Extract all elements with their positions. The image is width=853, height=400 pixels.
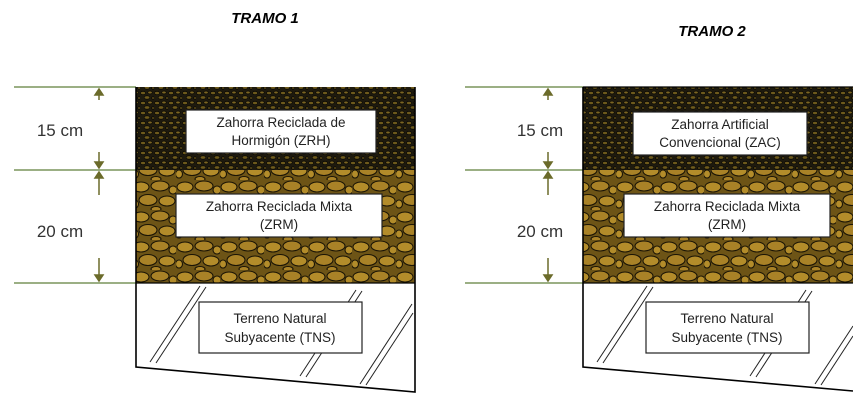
dimension-label-top: 15 cm bbox=[37, 121, 83, 140]
section-outline bbox=[582, 87, 853, 392]
dimension-label-middle: 20 cm bbox=[37, 222, 83, 241]
section-outline bbox=[135, 87, 416, 393]
section-title: TRAMO 2 bbox=[678, 23, 746, 40]
layer-label-line2: Subyacente (TNS) bbox=[224, 330, 335, 345]
layer-label-line1: Zahorra Reciclada Mixta bbox=[206, 199, 353, 214]
layer-label-line1: Zahorra Reciclada de bbox=[216, 115, 345, 130]
layer-label-line2: Hormigón (ZRH) bbox=[231, 133, 330, 148]
layer-label-box bbox=[632, 111, 808, 156]
layer-label-line2: Subyacente (TNS) bbox=[671, 330, 782, 345]
section-tramo-1: TRAMO 1 15 cm 20 cm bbox=[14, 10, 416, 393]
layer-label-box bbox=[198, 301, 363, 354]
dimension-label-middle: 20 cm bbox=[517, 222, 563, 241]
dimension-arrow-middle bbox=[93, 170, 105, 283]
dimension-arrow-middle bbox=[542, 170, 554, 283]
layer-label-line1: Terreno Natural bbox=[680, 311, 773, 326]
layer-label-line2: Convencional (ZAC) bbox=[659, 135, 781, 150]
section-title: TRAMO 1 bbox=[231, 10, 299, 27]
layer-label-line2: (ZRM) bbox=[708, 217, 746, 232]
dimension-arrow-top bbox=[542, 87, 554, 170]
dimension-label-top: 15 cm bbox=[517, 121, 563, 140]
layer-label-line2: (ZRM) bbox=[260, 217, 298, 232]
layer-label-box bbox=[645, 301, 810, 354]
layer-label-box bbox=[623, 193, 831, 238]
layer-label-line1: Terreno Natural bbox=[233, 311, 326, 326]
layer-label-line1: Zahorra Reciclada Mixta bbox=[654, 199, 801, 214]
layer-label-box bbox=[175, 193, 383, 238]
layer-label-line1: Zahorra Artificial bbox=[671, 117, 769, 132]
dimension-arrow-top bbox=[93, 87, 105, 170]
section-tramo-2: TRAMO 2 15 cm 20 cm bbox=[465, 23, 853, 392]
layer-label-box bbox=[185, 109, 377, 154]
